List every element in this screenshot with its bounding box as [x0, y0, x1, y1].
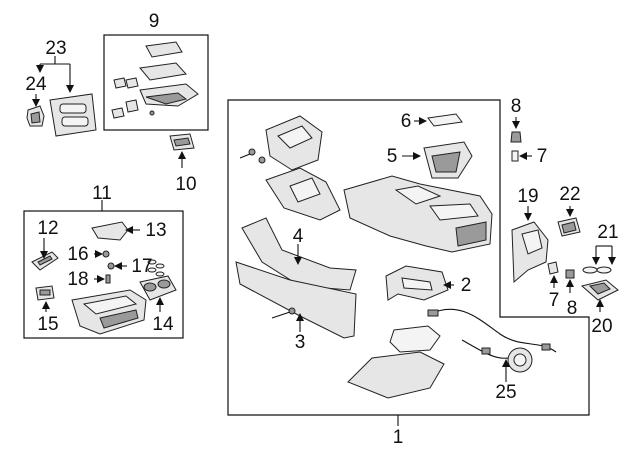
- part-7-pin-upper: [511, 150, 519, 162]
- part-12-insert: [31, 251, 59, 271]
- callout-19: 19: [517, 186, 538, 207]
- callout-3: 3: [295, 332, 306, 353]
- part-19-trim-plate: [511, 221, 549, 284]
- part-25-harness: [427, 308, 557, 373]
- part-2-bracket: [385, 265, 449, 301]
- part-13-trim: [91, 221, 129, 241]
- part-16-screw: [102, 250, 110, 258]
- callout-11: 11: [92, 183, 112, 204]
- callout-8-lower: 8: [567, 298, 578, 319]
- part-11-console-insert: [71, 289, 147, 335]
- callout-24: 24: [25, 74, 47, 95]
- part-17-clips: [107, 259, 165, 277]
- part-8-cap-upper: [510, 131, 522, 143]
- callout-23: 23: [45, 38, 66, 59]
- part-6-pad: [427, 113, 463, 127]
- callout-17: 17: [131, 256, 152, 277]
- callout-14: 14: [152, 314, 174, 335]
- part-22-switch: [557, 217, 581, 237]
- part-bolts: [239, 148, 266, 164]
- callout-13: 13: [145, 220, 166, 241]
- part-8-cap-lower: [565, 269, 575, 279]
- part-20-base: [580, 279, 619, 301]
- callout-2: 2: [461, 275, 472, 296]
- callout-20: 20: [591, 316, 612, 337]
- part-bracket-upper: [265, 115, 323, 171]
- part-3-lower-panel: [235, 261, 357, 339]
- callout-5: 5: [387, 146, 398, 167]
- callout-7-upper: 7: [537, 146, 548, 167]
- part-console-body: [343, 175, 493, 253]
- part-23-bezel: [49, 93, 97, 137]
- part-9-lid: [111, 41, 199, 119]
- part-14-cupholder: [139, 275, 177, 301]
- part-15-tray: [35, 285, 55, 301]
- group-box-1: [227, 99, 590, 416]
- part-21-rings: [582, 266, 612, 274]
- part-lower-bracket: [347, 325, 445, 399]
- part-shifter-base: [265, 167, 341, 221]
- callout-18: 18: [67, 269, 88, 290]
- callout-16: 16: [67, 244, 88, 265]
- callout-10: 10: [175, 174, 196, 195]
- part-10-latch: [169, 133, 195, 151]
- part-4-side-panel: [241, 217, 357, 291]
- part-5-bin: [423, 141, 473, 179]
- callout-25: 25: [495, 382, 516, 403]
- group-box-11: [23, 210, 184, 339]
- callout-12: 12: [37, 218, 58, 239]
- callout-8-upper: 8: [511, 96, 522, 117]
- callout-6: 6: [401, 111, 412, 132]
- part-24-clip: [26, 105, 45, 127]
- callout-4: 4: [293, 226, 304, 247]
- callout-9: 9: [149, 11, 160, 32]
- callout-15: 15: [37, 314, 58, 335]
- callout-22: 22: [559, 184, 580, 205]
- part-7-pin-lower: [547, 261, 559, 275]
- part-18-pin: [105, 274, 111, 284]
- part-3-screw: [271, 307, 296, 319]
- callout-21: 21: [597, 222, 618, 243]
- callout-1: 1: [393, 427, 404, 448]
- group-box-9: [103, 34, 209, 131]
- callout-7-lower: 7: [549, 290, 560, 311]
